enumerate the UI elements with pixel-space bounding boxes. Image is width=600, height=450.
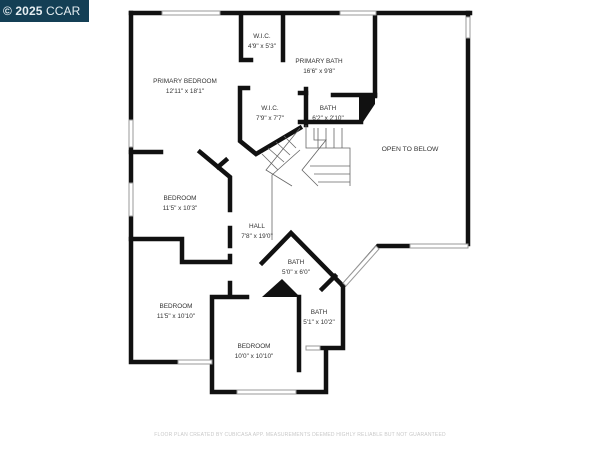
room-bath-hall: BATH 5'0" x 6'0" xyxy=(282,258,310,277)
copyright-year: 2025 xyxy=(15,4,43,18)
copyright-badge: © 2025 CCAR xyxy=(0,0,89,22)
room-dims: 16'6" x 9'8" xyxy=(303,67,335,75)
room-name: W.I.C. xyxy=(261,105,279,112)
copyright-symbol: © xyxy=(3,4,12,18)
room-dims: 6'2" x 2'10" xyxy=(312,114,344,122)
room-dims: 11'5" x 10'3" xyxy=(162,204,198,212)
room-wic-2: W.I.C. 7'9" x 7'7" xyxy=(256,104,284,123)
room-bedroom-3: BEDROOM 11'5" x 10'10" xyxy=(157,302,195,321)
copyright-org: CCAR xyxy=(45,4,81,18)
disclaimer-text: FLOOR PLAN CREATED BY CUBICASA APP. MEAS… xyxy=(154,432,446,438)
room-name: BATH xyxy=(287,259,305,266)
room-wic-1: W.I.C. 4'9" x 5'3" xyxy=(248,32,276,51)
room-name: BEDROOM xyxy=(163,195,197,202)
room-dims: 7'8" x 19'0" xyxy=(241,232,273,240)
room-dims: 5'0" x 6'0" xyxy=(282,268,310,276)
room-name: BEDROOM xyxy=(237,343,271,350)
room-dims: 12'11" x 18'1" xyxy=(165,87,205,95)
room-name: BATH xyxy=(310,309,328,316)
room-name: BATH xyxy=(319,105,337,112)
room-name: BEDROOM xyxy=(159,303,193,310)
room-primary-bedroom: PRIMARY BEDROOM 12'11" x 18'1" xyxy=(153,77,217,96)
room-name: PRIMARY BEDROOM xyxy=(153,78,217,85)
room-dims: 11'5" x 10'10" xyxy=(156,312,196,320)
room-dims: 4'9" x 5'3" xyxy=(248,42,276,50)
room-bath-small: BATH 6'2" x 2'10" xyxy=(312,104,344,123)
wall-column xyxy=(262,279,300,297)
room-hall: HALL 7'8" x 19'0" xyxy=(241,222,273,241)
room-primary-bath: PRIMARY BATH 16'6" x 9'8" xyxy=(295,57,342,76)
room-bath-right: BATH 5'1" x 10'2" xyxy=(303,308,335,327)
room-name: W.I.C. xyxy=(253,33,271,40)
room-bedroom-2: BEDROOM 11'5" x 10'3" xyxy=(163,194,198,213)
room-bedroom-4: BEDROOM 10'0" x 10'10" xyxy=(235,342,274,361)
room-open-to-below: OPEN TO BELOW xyxy=(381,146,439,153)
room-name: HALL xyxy=(249,223,265,230)
room-dims: 7'9" x 7'7" xyxy=(256,114,284,122)
room-dims: 10'0" x 10'10" xyxy=(234,352,274,360)
room-dims: 5'1" x 10'2" xyxy=(303,318,335,326)
room-name: PRIMARY BATH xyxy=(295,58,343,65)
wall-column xyxy=(359,95,375,122)
